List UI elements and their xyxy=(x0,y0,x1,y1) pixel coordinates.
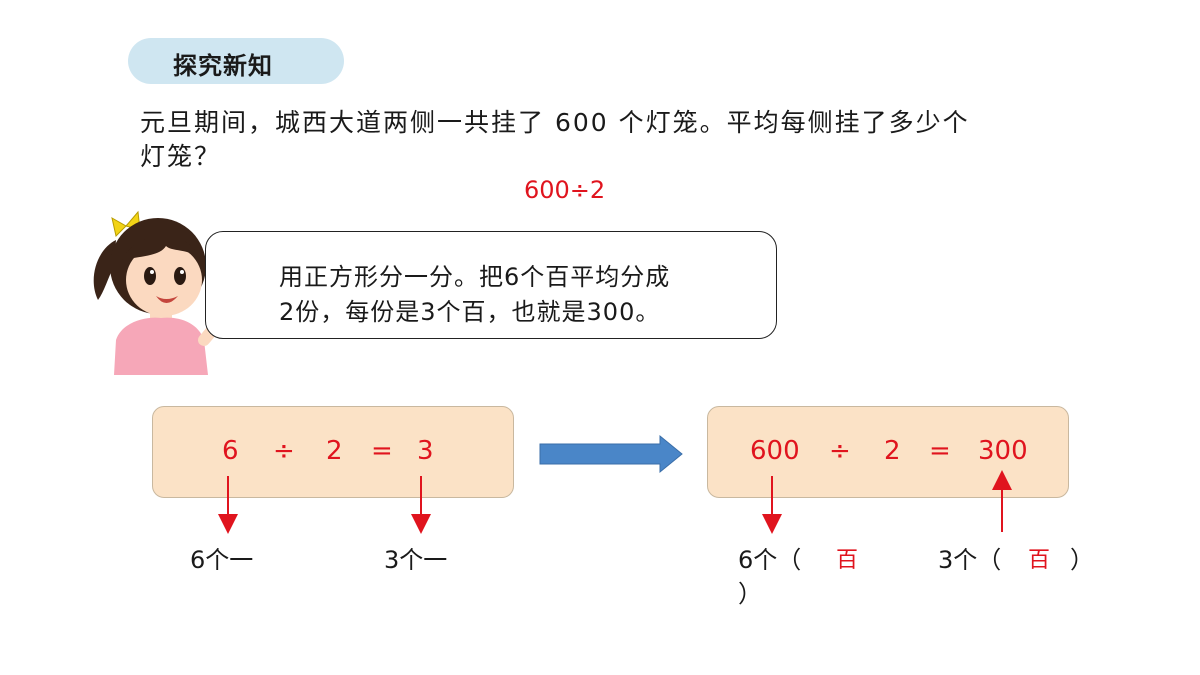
right-quotient: 300 xyxy=(978,436,1028,466)
left-divide-sign: ÷ xyxy=(273,436,295,466)
label-six-ones: 6个一 xyxy=(190,546,254,574)
left-dividend: 6 xyxy=(222,436,239,466)
label-three-close: ） xyxy=(1070,546,1094,574)
question-text: 元旦期间，城西大道两侧一共挂了 600 个灯笼。平均每侧挂了多少个 灯笼？ xyxy=(140,106,1070,174)
speech-bubble: 用正方形分一分。把6个百平均分成 2份，每份是3个百，也就是300。 xyxy=(205,231,777,339)
left-divisor: 2 xyxy=(326,436,343,466)
right-equals-sign: = xyxy=(929,436,951,466)
left-quotient: 3 xyxy=(417,436,434,466)
label-six-close: ） xyxy=(738,580,762,608)
label-three-answer: 百 xyxy=(1028,548,1051,573)
right-divide-sign: ÷ xyxy=(829,436,851,466)
speech-line-2: 2份，每份是3个百，也就是300。 xyxy=(279,298,661,326)
left-equals-sign: = xyxy=(371,436,393,466)
right-arrow-icon xyxy=(539,434,683,474)
question-line-2: 灯笼？ xyxy=(140,142,222,171)
equation-box-right xyxy=(707,406,1069,498)
question-line-1: 元旦期间，城西大道两侧一共挂了 600 个灯笼。平均每侧挂了多少个 xyxy=(140,108,970,137)
right-divisor: 2 xyxy=(884,436,901,466)
right-dividend: 600 xyxy=(750,436,800,466)
label-six-answer: 百 xyxy=(836,548,859,573)
section-title-pill: 探究新知 xyxy=(128,38,344,84)
label-six-prefix: 6个（ xyxy=(738,546,802,574)
speech-line-1: 用正方形分一分。把6个百平均分成 xyxy=(279,263,671,291)
label-three-ones: 3个一 xyxy=(384,546,448,574)
section-title: 探究新知 xyxy=(173,52,273,80)
division-formula: 600÷2 xyxy=(524,176,606,204)
equation-box-left xyxy=(152,406,514,498)
label-three-prefix: 3个（ xyxy=(938,546,1002,574)
girl-illustration xyxy=(93,210,226,375)
